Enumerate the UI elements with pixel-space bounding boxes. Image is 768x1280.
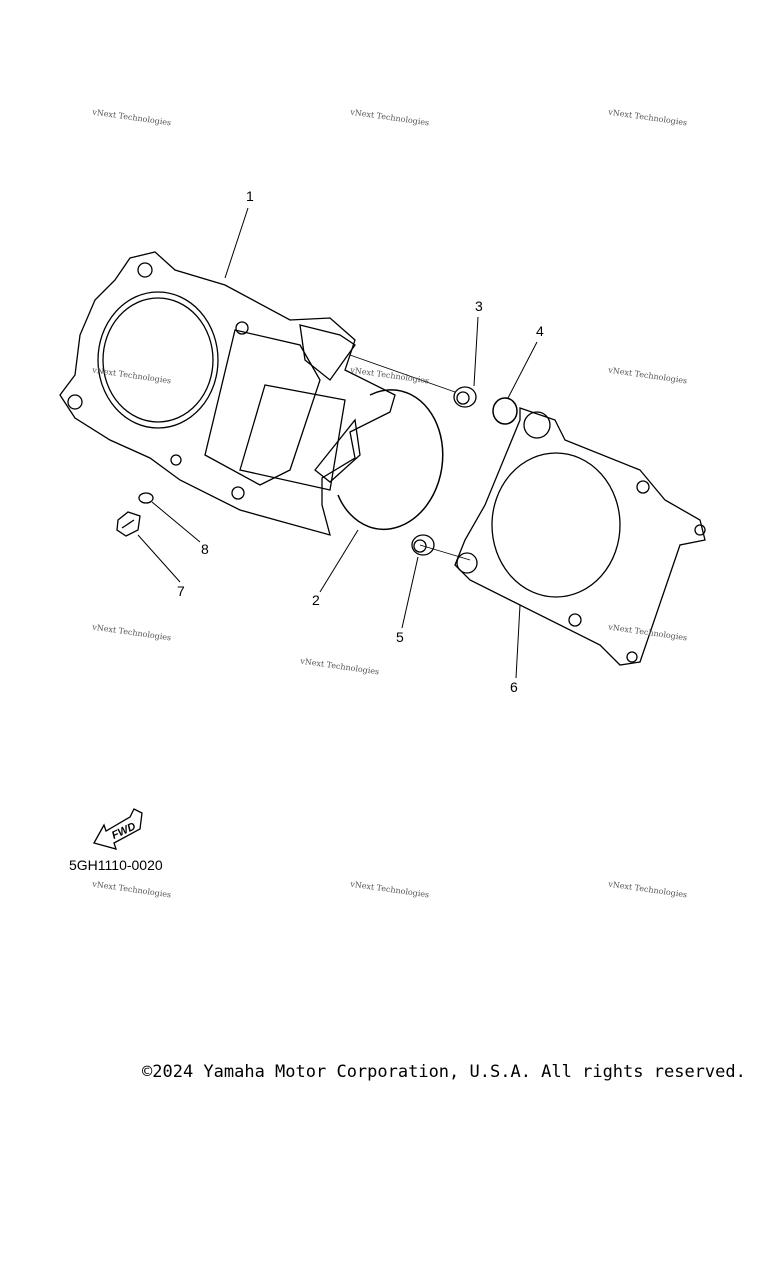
callout-8[interactable]: 8 <box>201 541 209 557</box>
cylinder-part[interactable] <box>59 251 396 536</box>
fwd-label: FWD <box>110 821 138 842</box>
gasket-part[interactable] <box>454 407 706 666</box>
callout-5[interactable]: 5 <box>396 629 404 645</box>
callout-2[interactable]: 2 <box>312 592 320 608</box>
dowel-pin-3[interactable] <box>453 386 477 408</box>
callout-6[interactable]: 6 <box>510 679 518 695</box>
callout-3[interactable]: 3 <box>475 298 483 314</box>
bolt-7[interactable] <box>116 511 141 537</box>
washer-8[interactable] <box>138 492 154 504</box>
fwd-arrow-icon: FWD <box>93 808 143 850</box>
o-ring-4[interactable] <box>492 397 518 425</box>
diagram-code: 5GH1110-0020 <box>69 857 163 873</box>
o-ring-large[interactable] <box>337 389 444 530</box>
copyright-notice: ©2024 Yamaha Motor Corporation, U.S.A. A… <box>142 1062 746 1082</box>
callout-7[interactable]: 7 <box>177 583 185 599</box>
leader-lines <box>137 207 538 679</box>
dowel-pin-5[interactable] <box>411 534 435 556</box>
callout-4[interactable]: 4 <box>536 323 544 339</box>
callout-1[interactable]: 1 <box>246 188 254 204</box>
